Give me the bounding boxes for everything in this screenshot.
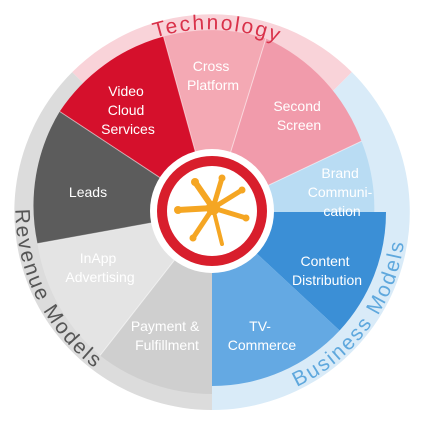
tv-commerce-label: TV- Commerce (228, 318, 297, 353)
brand-communication-label: Brand Communi- cation (308, 165, 376, 219)
second-screen-label: Second Screen (273, 98, 324, 133)
leads-label: Leads (69, 184, 107, 200)
inapp-advertising-label: InApp Advertising (65, 250, 134, 285)
orange-splash-logo-icon (174, 174, 250, 246)
content-distribution-label: Content Distribution (292, 253, 362, 288)
payment-fulfillment-label: Payment & Fulfillment (131, 318, 203, 353)
segment-cross-platform[interactable] (163, 30, 266, 213)
cross-platform-label: Cross Platform (187, 58, 239, 93)
video-cloud-services-label: Video Cloud Services (101, 83, 155, 137)
